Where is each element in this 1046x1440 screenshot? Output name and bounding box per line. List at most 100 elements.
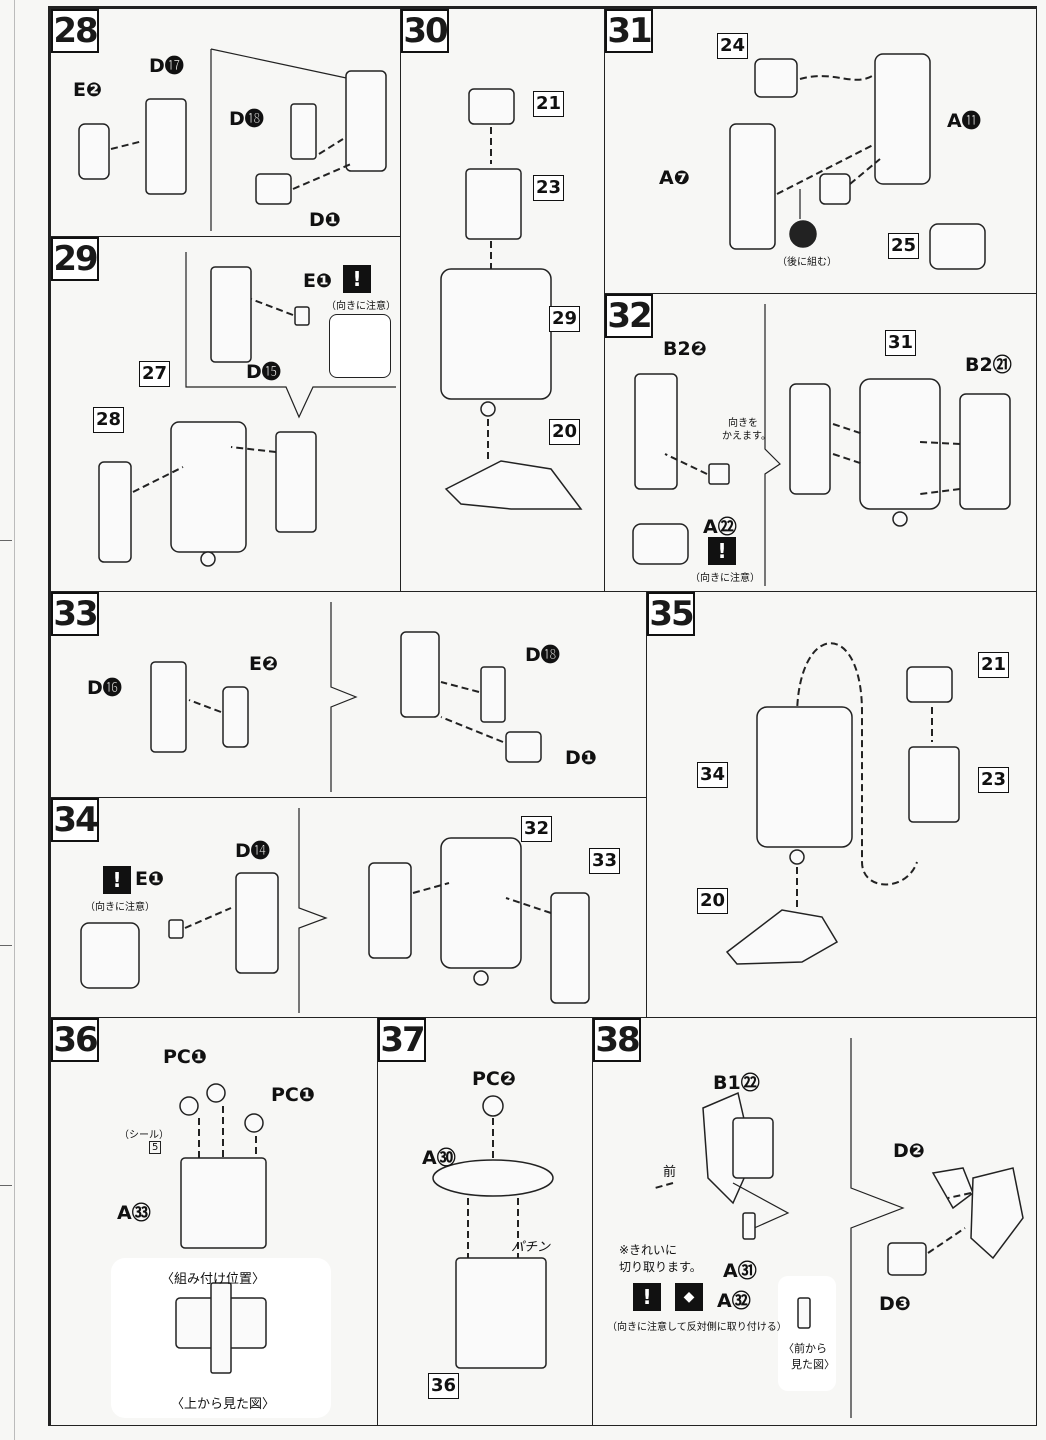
part-number: 28 (93, 407, 125, 433)
caution-note: （向きに注意） (690, 573, 760, 584)
note: 向きを (728, 418, 758, 429)
step-32: 32 B2❷ 31 B2㉑ 向きを かえます。 A㉒ ! （向きに注意） (604, 293, 1037, 593)
warning-icon: ! (343, 265, 371, 293)
part-number: 29 (549, 306, 581, 332)
part-number: 23 (978, 767, 1010, 793)
step-29-diagram (98, 252, 396, 567)
step-number: 29 (51, 237, 99, 281)
step-number: 28 (51, 9, 99, 53)
step-30: 30 21 23 29 20 (400, 8, 606, 593)
part-label: PC❷ (472, 1068, 516, 1090)
part-label: B2❷ (663, 338, 707, 360)
step-33-diagram (150, 602, 542, 792)
step-35: 35 21 23 34 20 (646, 591, 1037, 1019)
part-number: 27 (139, 361, 171, 387)
sticker-note: （シール） (119, 1130, 169, 1141)
warning-icon: ! (103, 866, 131, 894)
part-label: A㉚ (422, 1147, 456, 1169)
part-label: D⓲ (229, 108, 264, 130)
part-number: 25 (888, 233, 920, 259)
part-number: 20 (549, 419, 581, 445)
part-label: D⓯ (246, 361, 281, 383)
part-label: E❷ (73, 79, 103, 101)
part-label: A㉒ (703, 516, 737, 538)
note: かえます。 (722, 431, 771, 442)
part-label: D❶ (565, 747, 597, 769)
part-number: 36 (428, 1373, 460, 1399)
step-37-diagram (432, 1095, 554, 1369)
step-number: 37 (378, 1018, 426, 1062)
part-number: 21 (978, 652, 1010, 678)
step-number: 36 (51, 1018, 99, 1062)
caution-note: （向きに注意） (326, 301, 396, 312)
edge-divider (0, 1185, 12, 1186)
part-label: D⓮ (235, 840, 270, 862)
view-caption: 〈前から (783, 1342, 827, 1355)
part-label: D⓲ (525, 644, 560, 666)
part-number: 34 (697, 762, 729, 788)
caution-note: （向きに注意） (85, 902, 155, 913)
part-label: D⓱ (149, 55, 184, 77)
part-number: 32 (521, 816, 553, 842)
part-number: 21 (533, 91, 565, 117)
warning-icon: ! (633, 1283, 661, 1311)
part-label: PC❶ (271, 1084, 315, 1106)
note: 切り取ります。 (619, 1260, 702, 1274)
step-34-diagram (80, 808, 590, 1013)
step-number: 31 (605, 9, 653, 53)
step-36: 36 PC❶ PC❶ （シール） 5 A㉝ 〈組み付け位置〉 〈上から見た図〉 (50, 1017, 379, 1426)
step-34: 34 ! E❶ （向きに注意） D⓮ 32 33 (50, 797, 648, 1019)
part-label: D❷ (893, 1140, 925, 1162)
step-32-diagram (632, 304, 1011, 586)
sticker-number: 5 (149, 1141, 162, 1154)
part-label: D❸ (879, 1293, 911, 1315)
step-29: 29 E❶ ! （向きに注意） D⓯ 27 28 (50, 236, 402, 593)
step-number: 34 (51, 798, 99, 842)
edge-divider (0, 540, 12, 541)
part-number: 20 (697, 888, 729, 914)
step-38-diagram (654, 1038, 1024, 1418)
part-label: A㉝ (117, 1202, 151, 1224)
view-caption: 見た図〉 (791, 1358, 835, 1371)
warning-icon: ! (708, 537, 736, 565)
part-label: B2㉑ (965, 354, 1012, 376)
step-number: 33 (51, 592, 99, 636)
note: （後に組む） (777, 257, 837, 268)
page-edge (0, 0, 15, 1440)
step-28: 28 E❷ D⓱ D⓲ D❶ (50, 8, 402, 238)
part-label: E❷ (249, 653, 279, 675)
step-number: 38 (593, 1018, 641, 1062)
instruction-page: 28 E❷ D⓱ D⓲ D❶ 29 (48, 6, 1037, 1426)
view-caption: 〈組み付け位置〉 (161, 1272, 266, 1287)
part-number: 33 (589, 848, 621, 874)
view-caption: 〈上から見た図〉 (171, 1397, 276, 1412)
part-number: 31 (885, 330, 917, 356)
part-label: E❶ (303, 270, 333, 292)
step-36-diagram (111, 1083, 331, 1418)
caution-note: （向きに注意して反対側に取り付ける） (607, 1322, 787, 1333)
step-28-diagram (78, 48, 387, 231)
step-35-diagram (725, 642, 960, 965)
front-label: 前 (663, 1165, 677, 1180)
step-31: 31 24 A⓫ A❼ 25 （後に組む） (604, 8, 1037, 295)
part-label: A㉛ (723, 1260, 757, 1282)
part-label: A㉜ (717, 1290, 751, 1312)
part-label: B1㉒ (713, 1072, 760, 1094)
part-label: D❶ (309, 209, 341, 231)
snap-sound: パチン (511, 1240, 551, 1255)
part-number: 23 (533, 175, 565, 201)
step-38: 38 B1㉒ 前 ※きれいに 切り取ります。 A㉛ ! ◆ A㉜ （向きに注意し… (592, 1017, 1037, 1426)
part-label: PC❶ (163, 1046, 207, 1068)
part-label: A❼ (659, 167, 690, 189)
step-number: 32 (605, 294, 653, 338)
flip-icon: ◆ (675, 1283, 703, 1311)
step-31-diagram (729, 53, 986, 270)
part-label: E❶ (135, 868, 165, 890)
detail-callout (329, 314, 391, 378)
step-number: 30 (401, 9, 449, 53)
step-number: 35 (647, 592, 695, 636)
step-37: 37 PC❷ A㉚ パチン 36 (377, 1017, 594, 1426)
step-30-diagram (440, 88, 583, 510)
note: ※きれいに (619, 1243, 678, 1257)
part-label: A⓫ (947, 110, 981, 132)
